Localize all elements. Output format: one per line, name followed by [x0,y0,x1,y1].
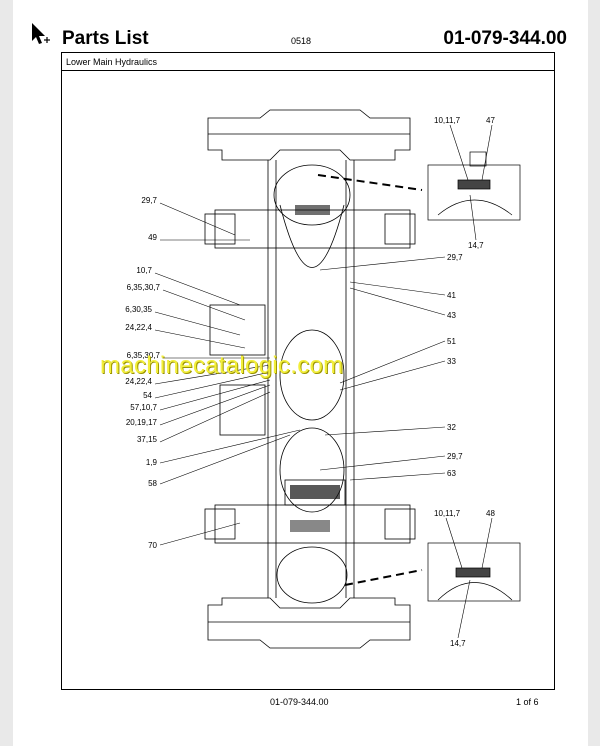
drawing-frame: Lower Main Hydraulics [61,52,555,690]
callout-label: 43 [447,311,456,320]
callout-label: 10,7 [136,266,152,275]
watermark-text: machinecatalogic.com [100,352,344,379]
callout-label: 1,9 [146,458,158,467]
callout-label: 29,7 [141,196,157,205]
callout-label: 24,22,4 [125,323,152,332]
detail-bottom-label-a: 10,11,7 [434,509,461,518]
callout-label: 37,15 [137,435,158,444]
callout-label: 20,19,17 [126,418,158,427]
callout-label: 51 [447,337,456,346]
document-number: 01-079-344.00 [443,28,567,49]
callout-label: 29,7 [447,452,463,461]
detail-top-label-b: 47 [486,116,495,125]
footer-document-number: 01-079-344.00 [270,697,329,707]
callout-label: 54 [143,391,152,400]
callout-label: 58 [148,479,157,488]
callout-label: 24,22,4 [125,377,152,386]
callout-label: 32 [447,423,456,432]
callout-label: 63 [447,469,456,478]
callout-label: 41 [447,291,456,300]
callout-label: 6,35,30,7 [127,283,161,292]
callout-label: 6,35,30,7 [127,351,161,360]
callout-label: 57,10,7 [130,403,157,412]
arrow-cursor-icon [32,23,50,44]
footer-page-number: 1 of 6 [516,697,539,707]
callout-label: 33 [447,357,456,366]
callout-label: 49 [148,233,157,242]
page-title: Parts List [62,28,149,49]
detail-bottom-label-b: 48 [486,509,495,518]
section-divider [62,70,554,71]
section-title: Lower Main Hydraulics [66,57,158,67]
callout-label: 6,30,35 [125,305,152,314]
callout-label: 29,7 [447,253,463,262]
revision-code: 0518 [291,36,312,46]
detail-top-label-a: 10,11,7 [434,116,461,125]
callout-label: 70 [148,541,157,550]
detail-top-label-c: 14,7 [468,241,484,250]
detail-bottom-label-c: 14,7 [450,639,466,648]
